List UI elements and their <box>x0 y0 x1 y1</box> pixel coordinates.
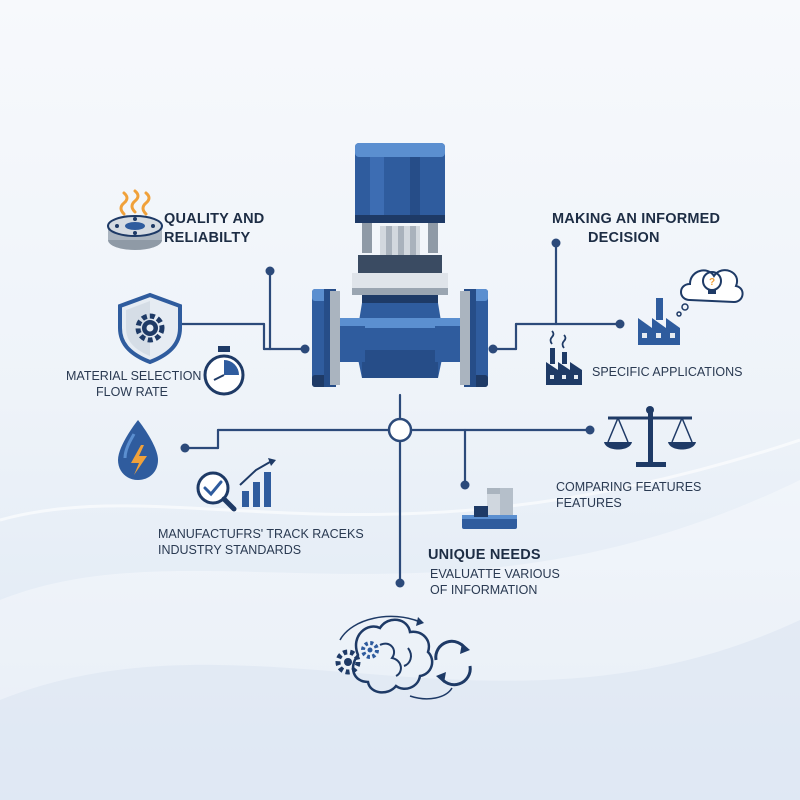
unique-needs-label: UNIQUE NEEDS <box>428 547 541 563</box>
manufacturers-label-line2: INDUSTRY STANDARDS <box>158 543 302 558</box>
manufacturers-label-line1: MANUFACTUFRS' TRACK RACEKS <box>158 527 364 541</box>
connector-dots <box>180 238 625 588</box>
evaluate-label-line2: OF INFORMATION <box>430 583 538 598</box>
decision-label: MAKING AN INFORMED DECISION <box>552 210 720 248</box>
comparing-label-line1: COMPARING FEATURES <box>556 480 702 494</box>
connector-lines <box>178 241 622 585</box>
control-valve-icon <box>312 143 488 387</box>
hub-node <box>387 417 413 443</box>
stopwatch-icon <box>203 346 245 396</box>
gear-shield-icon <box>118 292 182 365</box>
quality-label: QUALITY AND RELIABILTY <box>164 210 264 248</box>
evaluate-label-line1: EVALUATTE VARIOUS <box>430 567 560 581</box>
material-label-line2: FLOW RATE <box>96 385 168 400</box>
water-drop-lightning-icon <box>118 420 158 480</box>
factory-icon <box>638 298 680 345</box>
comparing-label: COMPARING FEATURES FEATURES <box>556 479 701 512</box>
material-label-line1: MATERIAL SELECTION <box>66 369 202 383</box>
quality-label-line2: RELIABILTY <box>164 229 251 246</box>
lightbulb-question-icon: ? <box>676 269 744 317</box>
balance-scale-icon <box>604 406 696 467</box>
decision-label-line1: MAKING AN INFORMED <box>552 211 721 227</box>
evaluate-label: EVALUATTE VARIOUS OF INFORMATION <box>430 566 560 599</box>
comparing-label-line2: FEATURES <box>556 496 622 511</box>
brain-gears-cycle-icon <box>335 615 472 700</box>
machinery-icon <box>462 488 517 529</box>
manufacturers-label: MANUFACTUFRS' TRACK RACEKS INDUSTRY STAN… <box>158 526 364 559</box>
svg-text:?: ? <box>709 277 715 288</box>
decision-label-line2: DECISION <box>588 229 660 246</box>
factory-small-icon <box>546 330 582 385</box>
quality-label-line1: QUALITY AND <box>164 211 265 227</box>
magnifier-check-chart-icon <box>196 458 276 512</box>
heated-flange-icon <box>107 189 163 250</box>
specific-applications-label: SPECIFIC APPLICATIONS <box>592 365 743 379</box>
material-label: MATERIAL SELECTION FLOW RATE <box>66 368 202 401</box>
